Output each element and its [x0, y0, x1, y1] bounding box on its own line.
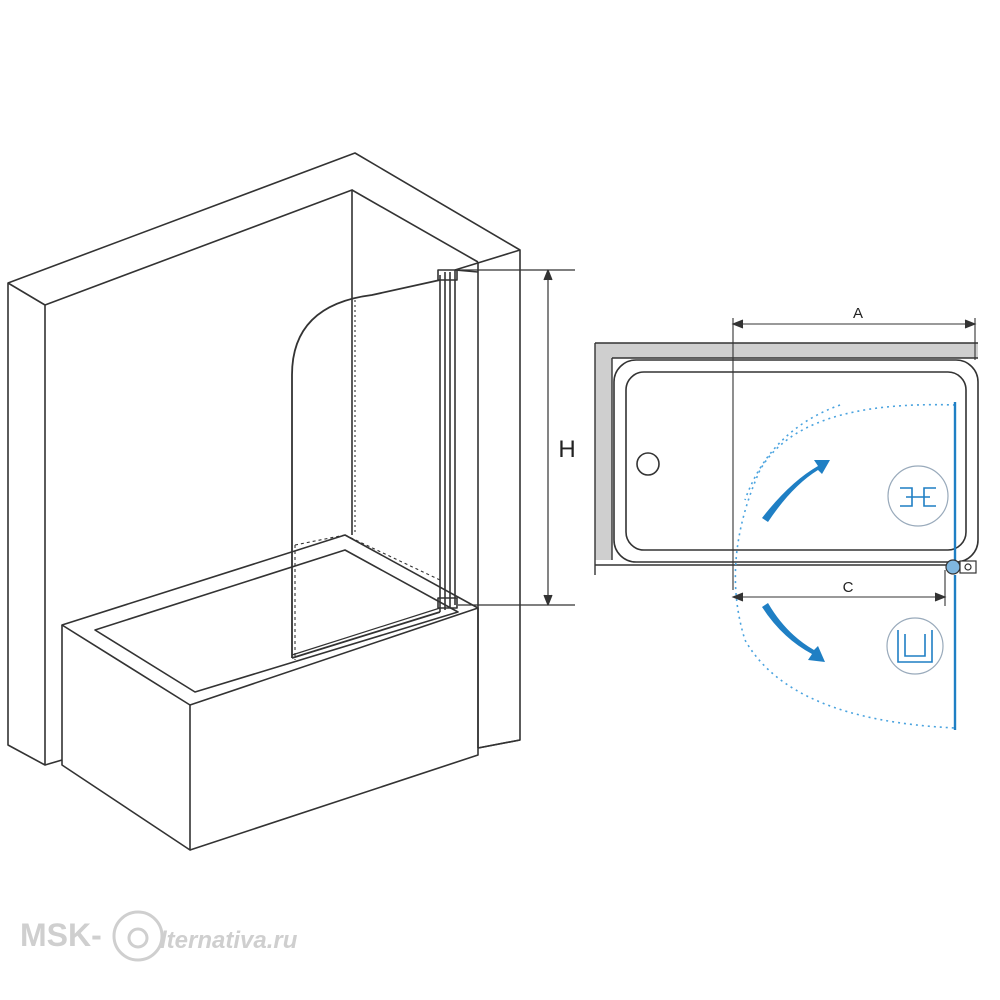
plan-wall	[595, 343, 978, 560]
height-label: H	[558, 436, 575, 463]
perspective-view	[7, 152, 575, 851]
bathtub	[61, 534, 479, 851]
plan-view	[594, 318, 979, 730]
back-wall	[7, 152, 521, 766]
watermark-suffix: lternativa.ru	[160, 927, 298, 954]
hinge-detail-icon	[945, 559, 977, 575]
width-a-dimension	[731, 318, 977, 590]
drain-icon	[636, 452, 660, 476]
swing-arc	[734, 403, 956, 729]
width-a-label: A	[853, 305, 863, 322]
seal-profile-icon	[886, 617, 944, 675]
watermark-prefix: MSK-	[20, 917, 102, 953]
height-dimension	[458, 269, 575, 606]
swing-arrow-icon	[762, 460, 830, 662]
hinge-profile-icon	[887, 465, 949, 527]
side-wall	[454, 249, 521, 749]
plan-bathtub	[595, 359, 979, 566]
at-sign-icon	[112, 910, 164, 962]
width-c-label: C	[843, 579, 854, 596]
width-c-dimension	[731, 570, 947, 606]
watermark-logo: MSK- lternativa.ru	[20, 910, 298, 962]
glass-panel	[291, 269, 458, 659]
